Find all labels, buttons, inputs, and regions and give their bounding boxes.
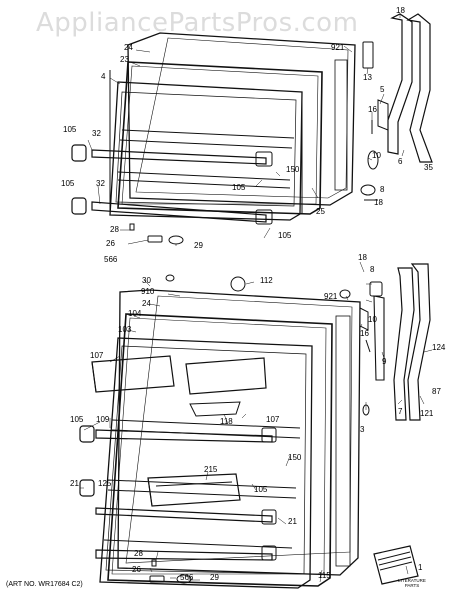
part-label: 13 <box>363 73 372 82</box>
part-label: 103 <box>118 325 132 334</box>
part-label: 566 <box>104 255 118 264</box>
part-label: 921 <box>324 292 338 301</box>
part-label: 6 <box>398 157 403 166</box>
part-label: 8 <box>380 185 385 194</box>
watermark: AppliancePartsPros.com <box>36 8 359 38</box>
part-label: 23 <box>120 55 129 64</box>
part-label: 115 <box>318 571 331 580</box>
part-label: 9 <box>382 357 387 366</box>
part-label: 121 <box>420 409 434 418</box>
part-label: 21 <box>70 479 79 488</box>
part-label: 32 <box>92 129 101 138</box>
part-label: 107 <box>266 415 280 424</box>
fresh-food-hinge-handles <box>165 263 431 421</box>
literature-parts-label: LITERATURE PARTS <box>398 578 426 588</box>
part-label: 105 <box>254 485 268 494</box>
fresh-food-shelf-bars <box>79 425 277 584</box>
part-label: 28 <box>134 549 143 558</box>
part-label: 18 <box>374 198 383 207</box>
part-label: 910 <box>141 287 155 296</box>
part-label: 26 <box>132 565 141 574</box>
freezer-hinge-handles <box>360 13 433 201</box>
part-label: 105 <box>70 415 84 424</box>
part-label: 125 <box>98 479 112 488</box>
part-label: 28 <box>110 225 119 234</box>
part-label: 105 <box>278 231 292 240</box>
part-label: 16 <box>360 329 369 338</box>
part-label: 16 <box>368 105 377 114</box>
part-label: 105 <box>63 125 77 134</box>
part-label: 5 <box>380 85 385 94</box>
part-label: 124 <box>432 343 446 352</box>
part-label: 150 <box>286 165 300 174</box>
literature-parts-pack <box>373 545 419 585</box>
part-label: 26 <box>106 239 115 248</box>
part-label: 118 <box>220 417 233 426</box>
part-label: 18 <box>396 6 405 15</box>
part-label: 104 <box>128 309 142 318</box>
part-label: 109 <box>96 415 110 424</box>
part-label: 107 <box>90 351 104 360</box>
part-label: 32 <box>96 179 105 188</box>
leader-lines <box>80 14 433 583</box>
part-label: 3 <box>360 425 365 434</box>
part-label: 215 <box>204 465 218 474</box>
part-number-labels: 18 921 24 23 4 13 5 16 10 6 35 8 18 105 … <box>61 6 446 582</box>
part-label: 18 <box>358 253 367 262</box>
fresh-food-door-assembly <box>91 289 361 589</box>
part-label: 7 <box>398 407 403 416</box>
part-label: 8 <box>370 265 375 274</box>
part-label: 24 <box>124 43 133 52</box>
part-label: 35 <box>424 163 433 172</box>
part-label: 24 <box>142 299 151 308</box>
part-label: 105 <box>61 179 75 188</box>
freezer-door-assembly <box>109 32 356 221</box>
part-label: 566 <box>180 573 194 582</box>
part-label: 1 <box>418 563 423 572</box>
part-label: 921 <box>331 43 345 52</box>
part-label: 112 <box>260 276 273 285</box>
part-label: 87 <box>432 387 441 396</box>
part-label: 105 <box>232 183 246 192</box>
part-label: 25 <box>316 207 325 216</box>
part-label: 29 <box>210 573 219 582</box>
part-label: 10 <box>368 315 377 324</box>
part-label: 150 <box>288 453 302 462</box>
part-label: 4 <box>101 72 106 81</box>
freezer-shelf-bars <box>71 144 273 245</box>
part-label: 29 <box>194 241 203 250</box>
art-number-caption: (ART NO. WR17684 C2) <box>6 581 83 588</box>
part-label: 10 <box>372 151 381 160</box>
part-label: 30 <box>142 276 151 285</box>
part-label: 21 <box>288 517 297 526</box>
